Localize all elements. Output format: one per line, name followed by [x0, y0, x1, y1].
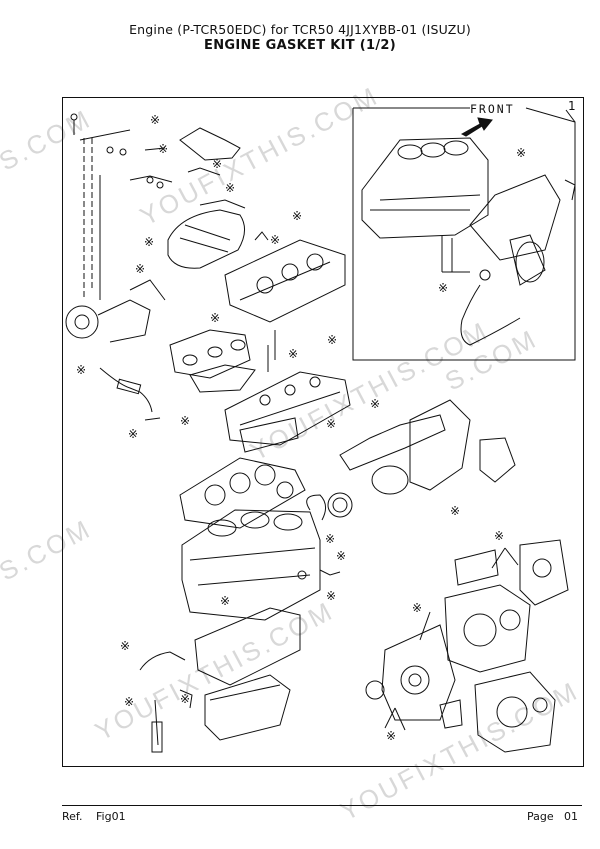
svg-text:※: ※	[336, 549, 346, 563]
bolt-group	[70, 113, 241, 189]
intake-manifold	[339, 399, 516, 495]
front-arrow	[460, 117, 493, 137]
footer-divider	[62, 805, 582, 806]
svg-text:※: ※	[225, 181, 235, 195]
page-title: Engine (P-TCR50EDC) for TCR50 4JJ1XYBB-0…	[129, 22, 471, 37]
svg-text:※: ※	[386, 729, 396, 743]
diagram-frame	[62, 97, 584, 767]
footer-page-label: Page	[527, 810, 554, 823]
inset-border	[352, 107, 576, 361]
svg-text:※: ※	[438, 281, 448, 295]
page-subtitle: ENGINE GASKET KIT (1/2)	[204, 38, 396, 53]
front-label: FRONT	[470, 102, 515, 116]
footer-ref-label: Ref.	[62, 810, 83, 823]
svg-text:※: ※	[144, 235, 154, 249]
timing-gear-case	[444, 539, 569, 673]
svg-text:※: ※	[220, 594, 230, 608]
lower-timing-case	[474, 671, 556, 753]
svg-text:※: ※	[370, 397, 380, 411]
cylinder-block	[181, 509, 321, 621]
svg-text:※: ※	[288, 347, 298, 361]
svg-text:※: ※	[450, 504, 460, 518]
inset-cylinder-block	[361, 137, 489, 239]
callout-leader	[565, 109, 576, 123]
exhaust-manifold	[169, 329, 256, 393]
svg-text:※: ※	[326, 589, 336, 603]
svg-text:※: ※	[494, 529, 504, 543]
svg-text:※: ※	[270, 233, 280, 247]
oil-strainer-pipe	[139, 651, 186, 671]
egr-cooler	[167, 199, 246, 269]
svg-text:※: ※	[76, 363, 86, 377]
svg-text:※: ※	[150, 113, 160, 127]
svg-text:※: ※	[210, 311, 220, 325]
svg-text:※: ※	[180, 414, 190, 428]
oil-pan	[194, 607, 301, 741]
inset-pipe	[460, 284, 521, 346]
cylinder-head	[224, 371, 351, 453]
front-cover	[365, 624, 463, 729]
svg-text:※: ※	[158, 142, 168, 156]
svg-text:※: ※	[124, 695, 134, 709]
svg-text:※: ※	[327, 333, 337, 347]
svg-text:※: ※	[212, 157, 222, 171]
head-gasket	[179, 457, 306, 529]
svg-text:※: ※	[325, 532, 335, 546]
valve-cover	[224, 231, 346, 323]
svg-text:※: ※	[120, 639, 130, 653]
svg-text:※: ※	[516, 146, 526, 160]
svg-text:※: ※	[180, 692, 190, 706]
rear-oil-seal	[327, 492, 353, 518]
svg-text:※: ※	[412, 601, 422, 615]
svg-text:※: ※	[128, 427, 138, 441]
turbocharger	[65, 279, 166, 343]
callout-number: 1	[568, 99, 576, 113]
inset-oil-cooler	[469, 174, 576, 286]
svg-text:※: ※	[326, 417, 336, 431]
gasket-markers: ※ ※ ※ ※ ※ ※ ※ ※ ※ ※ ※ ※ ※ ※ ※ ※ ※ ※ ※ ※ …	[76, 113, 526, 743]
oil-pipe	[99, 367, 153, 413]
footer-page-number: 01	[564, 810, 578, 823]
footer-fig-label: Fig01	[96, 810, 126, 823]
svg-text:※: ※	[292, 209, 302, 223]
svg-text:※: ※	[135, 262, 145, 276]
